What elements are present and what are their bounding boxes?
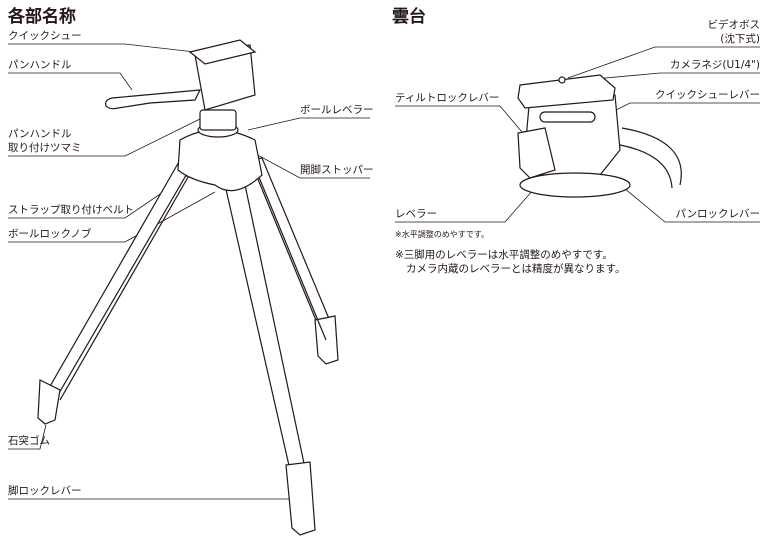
label-camera-screw: カメラネジ(U1/4") <box>669 59 760 71</box>
right-section-title: 雲台 <box>392 7 426 27</box>
label-leveler: レベラー <box>395 208 437 220</box>
label-video-boss-line2: (沈下式) <box>720 33 760 45</box>
pan-head-illustration <box>517 74 682 198</box>
label-pan-handle-knob-line2: 取り付けツマミ <box>8 142 82 154</box>
label-quick-shoe-lever: クイックシューレバー <box>655 89 760 101</box>
label-ball-lock-knob: ボールロックノブ <box>8 228 92 240</box>
label-rubber-foot: 石突ゴム <box>8 435 50 447</box>
label-ball-leveler: ボールレベラー <box>300 104 374 116</box>
label-pan-lock-lever: パンロックレバー <box>675 208 760 220</box>
label-strap-belt: ストラップ取り付けベルト <box>8 204 134 216</box>
label-tilt-lock-lever: ティルトロックレバー <box>395 92 500 104</box>
label-leg-stopper: 開脚ストッパー <box>300 164 374 176</box>
label-leg-lock-lever: 脚ロックレバー <box>8 485 82 497</box>
note-line-2: カメラ内蔵のレベラーとは精度が異なります。 <box>406 263 626 275</box>
leveler-note: ※水平調整のめやすです。 <box>395 230 489 239</box>
tripod-illustration <box>37 39 339 536</box>
label-quick-shoe: クイックシュー <box>8 30 82 42</box>
note-line-1: ※三脚用のレベラーは水平調整のめやすです。 <box>395 249 613 261</box>
label-pan-handle: パンハンドル <box>8 59 72 71</box>
label-pan-handle-knob-line1: パンハンドル <box>8 128 72 140</box>
label-video-boss-line1: ビデオボス <box>707 19 761 31</box>
left-section-title: 各部名称 <box>8 7 76 27</box>
